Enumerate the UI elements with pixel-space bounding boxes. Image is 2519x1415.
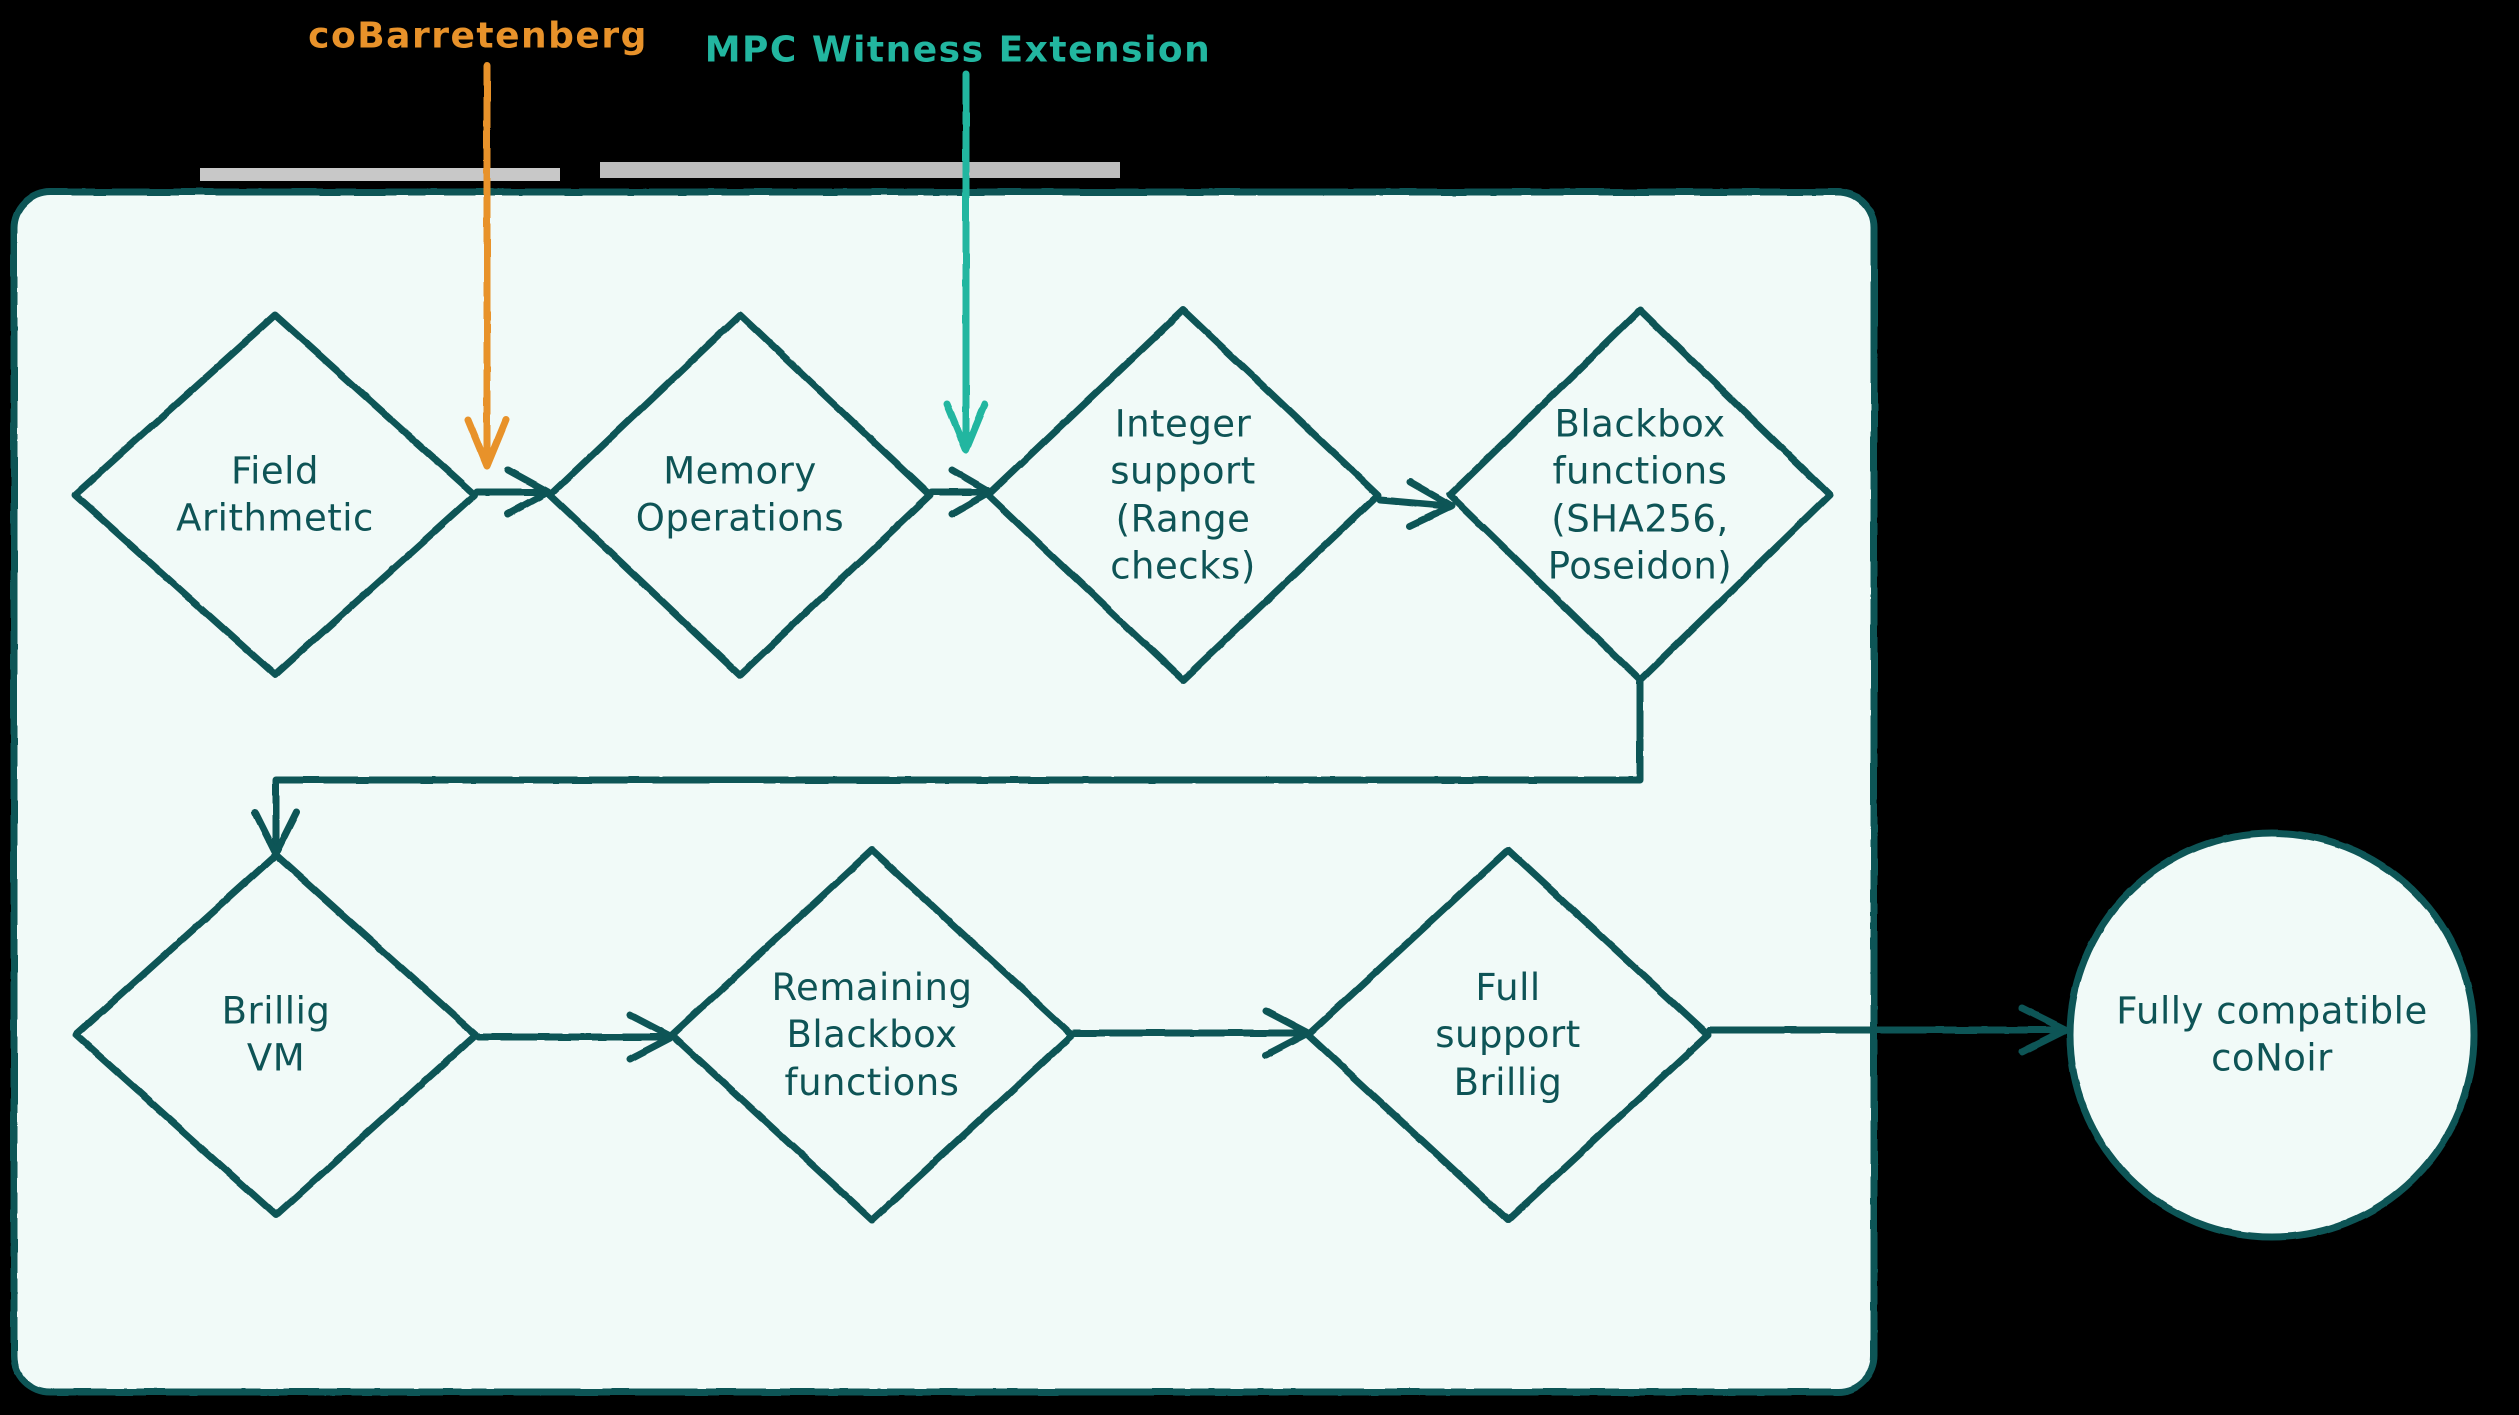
node-full-support-brillig	[1304, 846, 1712, 1224]
node-label-fully-compatible-conoir: Fully compatible coNoir	[2116, 989, 2428, 1080]
node-brillig-vm	[72, 851, 480, 1219]
node-label-brillig-vm: Brillig VM	[221, 989, 331, 1080]
annotation-label-cobarretenberg: coBarretenberg	[308, 15, 648, 57]
node-memory-operations	[546, 311, 934, 679]
node-label-integer-support: Integer support (Range checks)	[1110, 402, 1256, 588]
node-fully-compatible-conoir	[2066, 829, 2478, 1241]
edge-field-to-memory	[473, 466, 552, 518]
node-label-memory-operations: Memory Operations	[635, 449, 845, 540]
annotation-label-mpc-witness-extension: MPC Witness Extension	[704, 29, 1212, 71]
edge-integer-to-blackbox	[1376, 478, 1456, 530]
node-label-full-support-brillig: Full support Brillig	[1435, 965, 1581, 1104]
annotation-arrow-cobarretenberg	[464, 62, 510, 470]
caption-backdrop	[200, 162, 1120, 181]
edge-blackbox-to-brillig	[251, 678, 1644, 858]
edge-brillig-to-remaining	[474, 1011, 676, 1063]
edge-memory-to-integer	[928, 466, 994, 518]
node-integer-support	[984, 306, 1382, 684]
node-label-field-arithmetic: Field Arithmetic	[176, 449, 374, 540]
annotation-arrow-mpc-witness-extension	[943, 70, 989, 454]
node-label-blackbox-functions: Blackbox functions (SHA256, Poseidon)	[1547, 402, 1733, 588]
edge-remaining-to-full	[1070, 1007, 1312, 1059]
node-label-remaining-blackbox: Remaining Blackbox functions	[771, 965, 973, 1104]
edge-full-to-conoir	[1706, 1004, 2070, 1056]
node-field-arithmetic	[71, 311, 479, 679]
node-remaining-blackbox	[668, 846, 1076, 1224]
